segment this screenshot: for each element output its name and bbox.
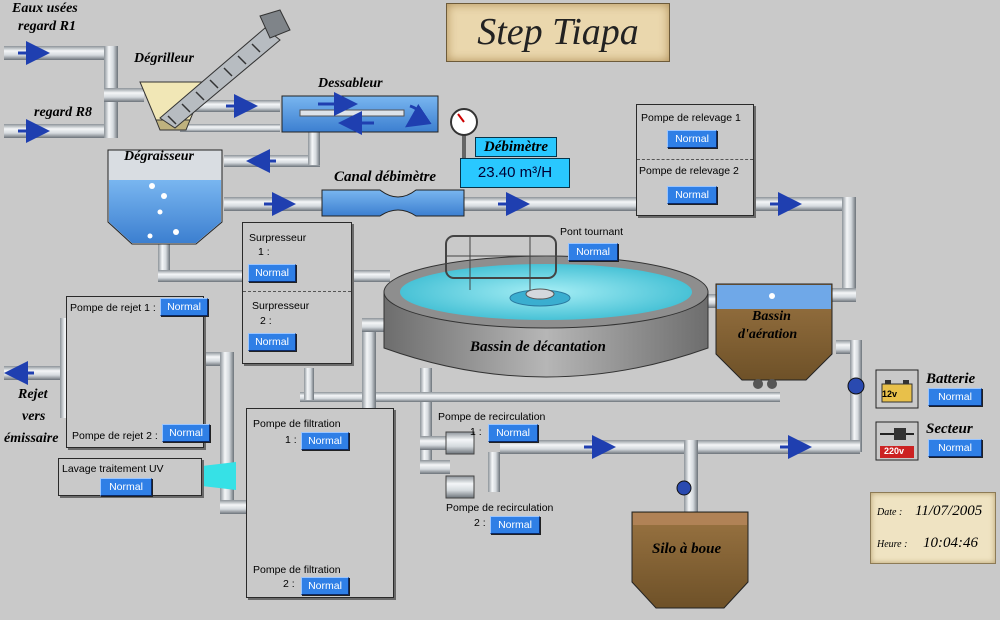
status-pompe-rejet-1[interactable]: Normal — [160, 298, 208, 316]
status-pompe-filtration-2[interactable]: Normal — [301, 577, 349, 595]
panel-divider — [243, 291, 351, 292]
degraisseur-tank — [107, 149, 223, 245]
label-bassin-aeration-2: d'aération — [738, 327, 798, 342]
label-eaux-usees: Eaux usées — [12, 1, 78, 16]
label-pompe-filtration-1a: Pompe de filtration — [253, 418, 341, 430]
label-secteur: Secteur — [926, 421, 973, 437]
status-pont-tournant[interactable]: Normal — [568, 243, 618, 261]
label-pompe-recirculation-2b: 2 : — [474, 517, 486, 529]
canal-debimetre — [321, 189, 465, 217]
label-pompe-filtration-2a: Pompe de filtration — [253, 564, 341, 576]
label-pompe-recirculation-2a: Pompe de recirculation — [446, 502, 554, 514]
label-surpresseur-2b: 2 : — [260, 315, 272, 327]
app-title: Step Tiapa — [477, 11, 639, 53]
status-pompe-filtration-1[interactable]: Normal — [301, 432, 349, 450]
label-pompe-rejet-1: Pompe de rejet 1 : — [70, 302, 156, 314]
label-surpresseur-2a: Surpresseur — [252, 300, 310, 312]
status-pompe-recirculation-1[interactable]: Normal — [488, 424, 538, 442]
datetime-panel: Date : 11/07/2005 Heure : 10:04:46 — [870, 492, 996, 564]
battery-voltage: 12v — [882, 389, 898, 399]
dessableur-tank — [281, 92, 439, 135]
app-title-banner: Step Tiapa — [446, 3, 670, 62]
panel-pompe-rejet — [66, 296, 204, 448]
label-pompe-filtration-2b: 2 : — [283, 578, 295, 590]
label-batterie: Batterie — [926, 371, 976, 387]
time-label: Heure : — [877, 539, 908, 550]
pump-recirculation-icons — [445, 431, 475, 499]
label-bassin-decantation: Bassin de décantation — [470, 339, 606, 355]
label-rejet: Rejet — [18, 387, 48, 402]
panel-divider — [637, 159, 753, 160]
status-pompe-recirculation-2[interactable]: Normal — [490, 516, 540, 534]
degrilleur-unit — [139, 9, 291, 131]
bassin-aeration — [715, 283, 833, 389]
label-degrilleur: Dégrilleur — [134, 51, 194, 66]
label-silo-boue: Silo à boue — [652, 541, 722, 557]
label-pont-tournant: Pont tournant — [560, 226, 624, 238]
status-surpresseur-2[interactable]: Normal — [248, 333, 296, 351]
flow-arrows — [4, 41, 812, 459]
status-lavage-uv[interactable]: Normal — [100, 478, 152, 496]
date-label: Date : — [877, 507, 903, 518]
silo-boue — [631, 511, 749, 609]
status-surpresseur-1[interactable]: Normal — [248, 264, 296, 282]
label-regard-r1: regard R1 — [18, 19, 76, 34]
date-value: 11/07/2005 — [915, 503, 983, 519]
label-regard-r8: regard R8 — [34, 105, 92, 120]
valve-icons — [676, 377, 865, 496]
debimetre-gauge-icon — [450, 108, 478, 158]
bassin-decantation — [383, 235, 709, 378]
label-pompe-relevage-1: Pompe de relevage 1 — [641, 112, 741, 124]
label-surpresseur-1a: Surpresseur — [249, 232, 307, 244]
status-pompe-rejet-2[interactable]: Normal — [162, 424, 210, 442]
debimetre-unit: m³/H — [519, 164, 553, 181]
status-secteur[interactable]: Normal — [928, 439, 982, 457]
status-pompe-relevage-1[interactable]: Normal — [667, 130, 717, 148]
status-pompe-relevage-2[interactable]: Normal — [667, 186, 717, 204]
label-lavage-uv: Lavage traitement UV — [62, 463, 164, 475]
secteur-voltage: 220v — [884, 446, 905, 456]
label-pompe-rejet-2: Pompe de rejet 2 : — [72, 430, 158, 442]
debimetre-value: 23.40 — [477, 164, 516, 181]
status-batterie[interactable]: Normal — [928, 388, 982, 406]
label-emissaire: émissaire — [4, 431, 59, 446]
debimetre-label: Débimètre — [475, 137, 557, 157]
battery-icon — [875, 369, 919, 409]
label-bassin-aeration-1: Bassin — [752, 309, 791, 324]
debimetre-readout: 23.40 m³/H — [460, 158, 570, 188]
label-pompe-relevage-2: Pompe de relevage 2 — [639, 165, 739, 177]
label-pompe-recirculation-1b: 1 : — [470, 426, 482, 438]
label-pompe-recirculation-1a: Pompe de recirculation — [438, 411, 546, 423]
label-canal-debimetre: Canal débimètre — [334, 169, 437, 185]
panel-pompe-relevage — [636, 104, 754, 216]
label-pompe-filtration-1b: 1 : — [285, 434, 297, 446]
time-value: 10:04:46 — [923, 535, 978, 551]
label-degraisseur: Dégraisseur — [124, 149, 195, 164]
label-dessableur: Dessableur — [318, 76, 383, 91]
plug-icon — [875, 421, 919, 461]
label-vers: vers — [22, 409, 46, 424]
label-surpresseur-1b: 1 : — [258, 246, 270, 258]
